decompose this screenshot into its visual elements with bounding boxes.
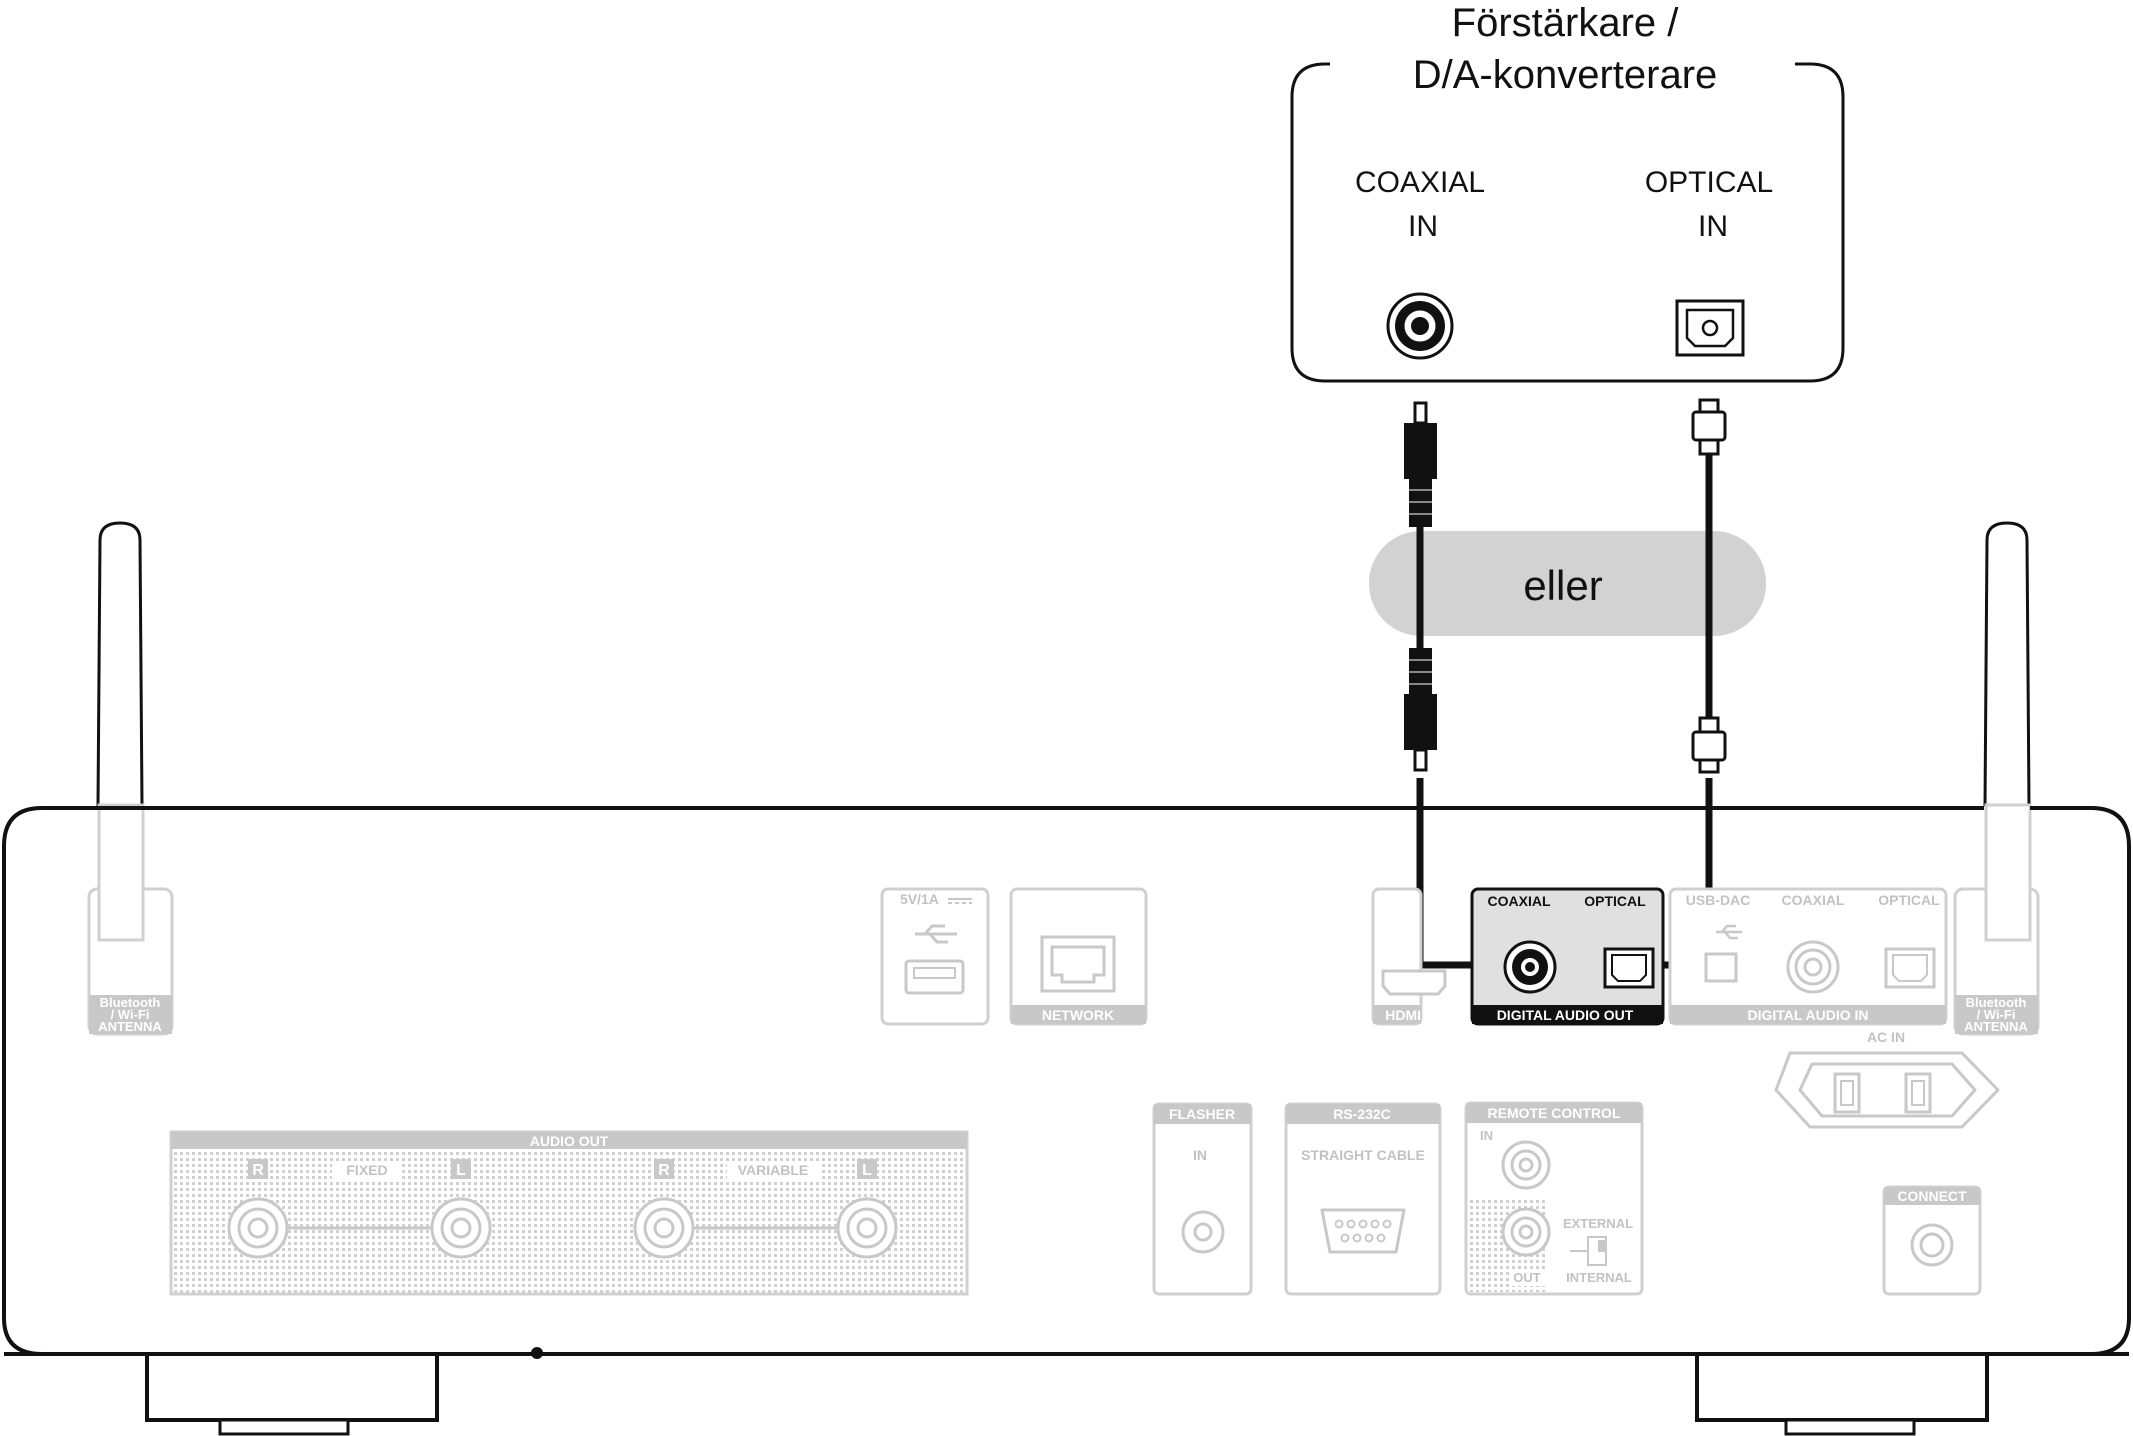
fixed-label: FIXED [346, 1162, 387, 1178]
audio-out-label: AUDIO OUT [530, 1133, 609, 1149]
remote-out-label: OUT [1513, 1270, 1541, 1285]
optical-in-jack-icon [1675, 299, 1745, 357]
network-port: NETWORK [1009, 887, 1148, 1026]
remote-in-jack-icon [1501, 1140, 1551, 1190]
connect-label: CONNECT [1897, 1188, 1967, 1204]
variable-left-label: L [862, 1162, 872, 1179]
serial-port-icon [1320, 1208, 1406, 1254]
network-label: NETWORK [1042, 1007, 1114, 1023]
audio-out-panel: AUDIO OUT FIXED VARIABLE R L R L [169, 1130, 969, 1296]
digital-audio-in-label: DIGITAL AUDIO IN [1747, 1007, 1868, 1023]
flasher-jack-icon [1181, 1210, 1225, 1254]
coaxial-in-label: COAXIAL [1355, 166, 1485, 199]
device-chassis [2, 806, 2131, 1436]
usb-port: 5V/1A [880, 887, 990, 1026]
or-pill [1369, 531, 1766, 636]
rs232c-label: RS-232C [1333, 1106, 1391, 1122]
variable-label: VARIABLE [738, 1162, 809, 1178]
variable-right-jack-icon [633, 1197, 695, 1259]
coaxial-in-jack-icon [1386, 292, 1454, 360]
digital-out-coaxial-jack-icon [1503, 940, 1557, 994]
fixed-right-jack-icon [227, 1197, 289, 1259]
remote-out-jack-icon [1501, 1207, 1551, 1257]
antenna-left-label-2: / Wi-Fi [111, 1007, 150, 1022]
coaxial-cable [1404, 401, 1528, 972]
antenna-left-label-1: Bluetooth [100, 995, 161, 1010]
hdmi-arc-label: HDMI ARC [1385, 1007, 1454, 1023]
amplifier-title-line1: Förstärkare / [1452, 1, 1680, 45]
fixed-left-jack-icon [430, 1197, 492, 1259]
usb-power-label: 5V/1A [900, 891, 939, 907]
digital-in-optical-label: OPTICAL [1878, 892, 1940, 908]
or-label: eller [1523, 562, 1602, 609]
remote-control-panel: REMOTE CONTROL IN OUT EXTERNAL INTERNAL [1464, 1101, 1644, 1296]
variable-left-jack-icon [836, 1197, 898, 1259]
optical-in-label: OPTICAL [1645, 166, 1773, 199]
flasher-in-label: IN [1193, 1147, 1207, 1163]
usb-dac-label: USB-DAC [1686, 892, 1751, 908]
optical-cable [1643, 398, 1727, 972]
hdmi-arc-port: HDMI ARC [1371, 887, 1455, 1026]
straight-cable-label: STRAIGHT CABLE [1301, 1147, 1425, 1163]
ethernet-icon [1040, 935, 1116, 993]
fixed-left-label: L [456, 1162, 466, 1179]
optical-in-label-2: IN [1698, 210, 1728, 243]
variable-right-label: R [658, 1162, 670, 1179]
amplifier-box: Förstärkare / D/A-konverterare COAXIAL I… [1290, 1, 1845, 383]
amplifier-title-line2: D/A-konverterare [1413, 53, 1718, 97]
antenna-right-label-3: ANTENNA [1964, 1019, 2028, 1034]
antenna-left-label-3: ANTENNA [98, 1019, 162, 1034]
antenna-right-label-1: Bluetooth [1966, 995, 2027, 1010]
digital-out-optical-label: OPTICAL [1584, 893, 1646, 909]
usb-dac-port-icon [1704, 952, 1738, 983]
antenna-right-label-2: / Wi-Fi [1977, 1007, 2016, 1022]
remote-internal-label: INTERNAL [1566, 1270, 1632, 1285]
digital-in-optical-jack-icon [1884, 947, 1936, 989]
antenna-right: Bluetooth / Wi-Fi ANTENNA [1953, 521, 2040, 1036]
ac-in-socket: AC IN [1774, 1029, 2000, 1129]
remote-external-label: EXTERNAL [1563, 1216, 1633, 1231]
flasher-label: FLASHER [1169, 1106, 1235, 1122]
digital-audio-in-panel: USB-DAC COAXIAL OPTICAL DIGITAL AUDIO IN [1668, 887, 1948, 1026]
digital-in-coaxial-jack-icon [1786, 940, 1840, 994]
remote-in-label: IN [1480, 1128, 1493, 1143]
connect-port: CONNECT [1882, 1185, 1982, 1296]
digital-audio-out-panel: COAXIAL OPTICAL DIGITAL AUDIO OUT [1470, 887, 1665, 1026]
digital-audio-out-label: DIGITAL AUDIO OUT [1497, 1007, 1634, 1023]
remote-control-label: REMOTE CONTROL [1488, 1105, 1621, 1121]
remote-switch-icon [1570, 1236, 1607, 1266]
flasher-port: FLASHER IN [1152, 1102, 1253, 1296]
usb-icon [915, 924, 957, 944]
antenna-left: Bluetooth / Wi-Fi ANTENNA [87, 521, 174, 1036]
digital-out-optical-jack-icon [1603, 947, 1655, 989]
digital-out-coaxial-label: COAXIAL [1488, 893, 1551, 909]
connect-jack-icon [1910, 1223, 1954, 1267]
ac-in-label: AC IN [1867, 1029, 1905, 1045]
digital-in-coaxial-label: COAXIAL [1782, 892, 1845, 908]
rs232c-port: RS-232C STRAIGHT CABLE [1284, 1102, 1442, 1296]
fixed-right-label: R [252, 1162, 264, 1179]
usb-dac-icon [1716, 924, 1742, 940]
amplifier-outline [1290, 62, 1845, 383]
coaxial-in-label-2: IN [1408, 210, 1438, 243]
hdmi-icon [1381, 969, 1447, 996]
